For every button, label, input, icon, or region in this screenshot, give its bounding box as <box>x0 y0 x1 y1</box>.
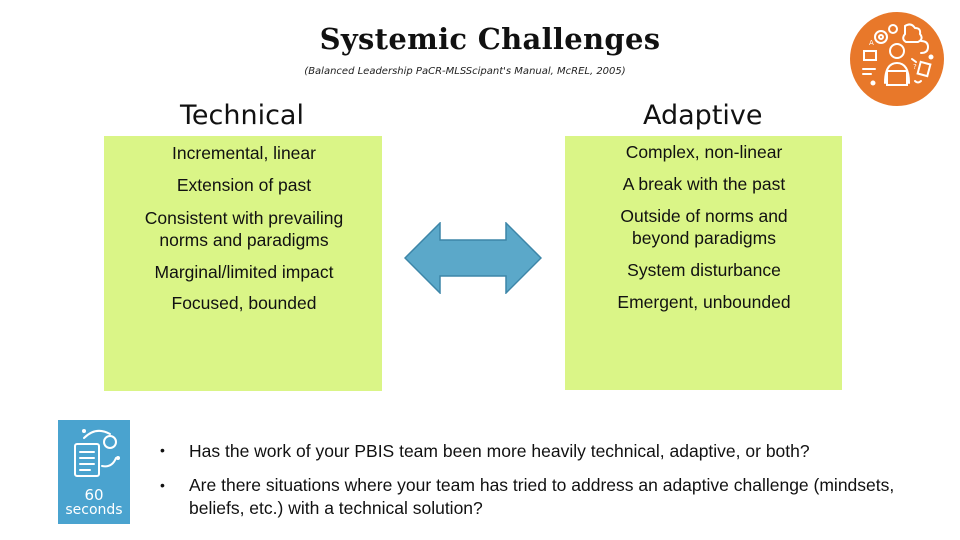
slide-title: Systemic Challenges <box>319 22 661 56</box>
technical-item: Incremental, linear <box>172 143 316 163</box>
adaptive-item: System disturbance <box>627 260 781 280</box>
technical-panel <box>104 136 382 391</box>
question-text: Are there situations where your team has… <box>189 475 895 518</box>
svg-text:?: ? <box>913 63 917 71</box>
technical-item: Extension of past <box>176 175 312 195</box>
adaptive-item: Outside of norms and beyond paradigms <box>620 206 788 248</box>
question-text: Has the work of your PBIS team been more… <box>189 441 810 461</box>
bullet-icon: • <box>160 477 165 493</box>
double-arrow-icon <box>404 222 542 294</box>
adaptive-item: Complex, non-linear <box>625 142 783 162</box>
technical-item: Marginal/limited impact <box>154 262 334 282</box>
slide-citation: (Balanced Leadership PaCR-MLSScipant's M… <box>304 66 626 77</box>
adaptive-panel <box>565 136 842 390</box>
adaptive-item: Emergent, unbounded <box>617 292 791 312</box>
bullet-icon: • <box>160 442 165 458</box>
svg-text:A: A <box>869 39 874 47</box>
adaptive-heading: Adaptive <box>643 100 763 131</box>
adaptive-item: A break with the past <box>622 174 786 194</box>
timer-unit: seconds <box>65 502 123 518</box>
technical-item: Consistent with prevailing norms and par… <box>144 208 344 250</box>
timer-number: 60 <box>84 486 104 504</box>
technical-heading: Technical <box>180 100 304 131</box>
brainstorm-badge-icon: ? A <box>850 12 944 106</box>
technical-item: Focused, bounded <box>171 293 317 313</box>
timer-icon <box>58 420 130 524</box>
